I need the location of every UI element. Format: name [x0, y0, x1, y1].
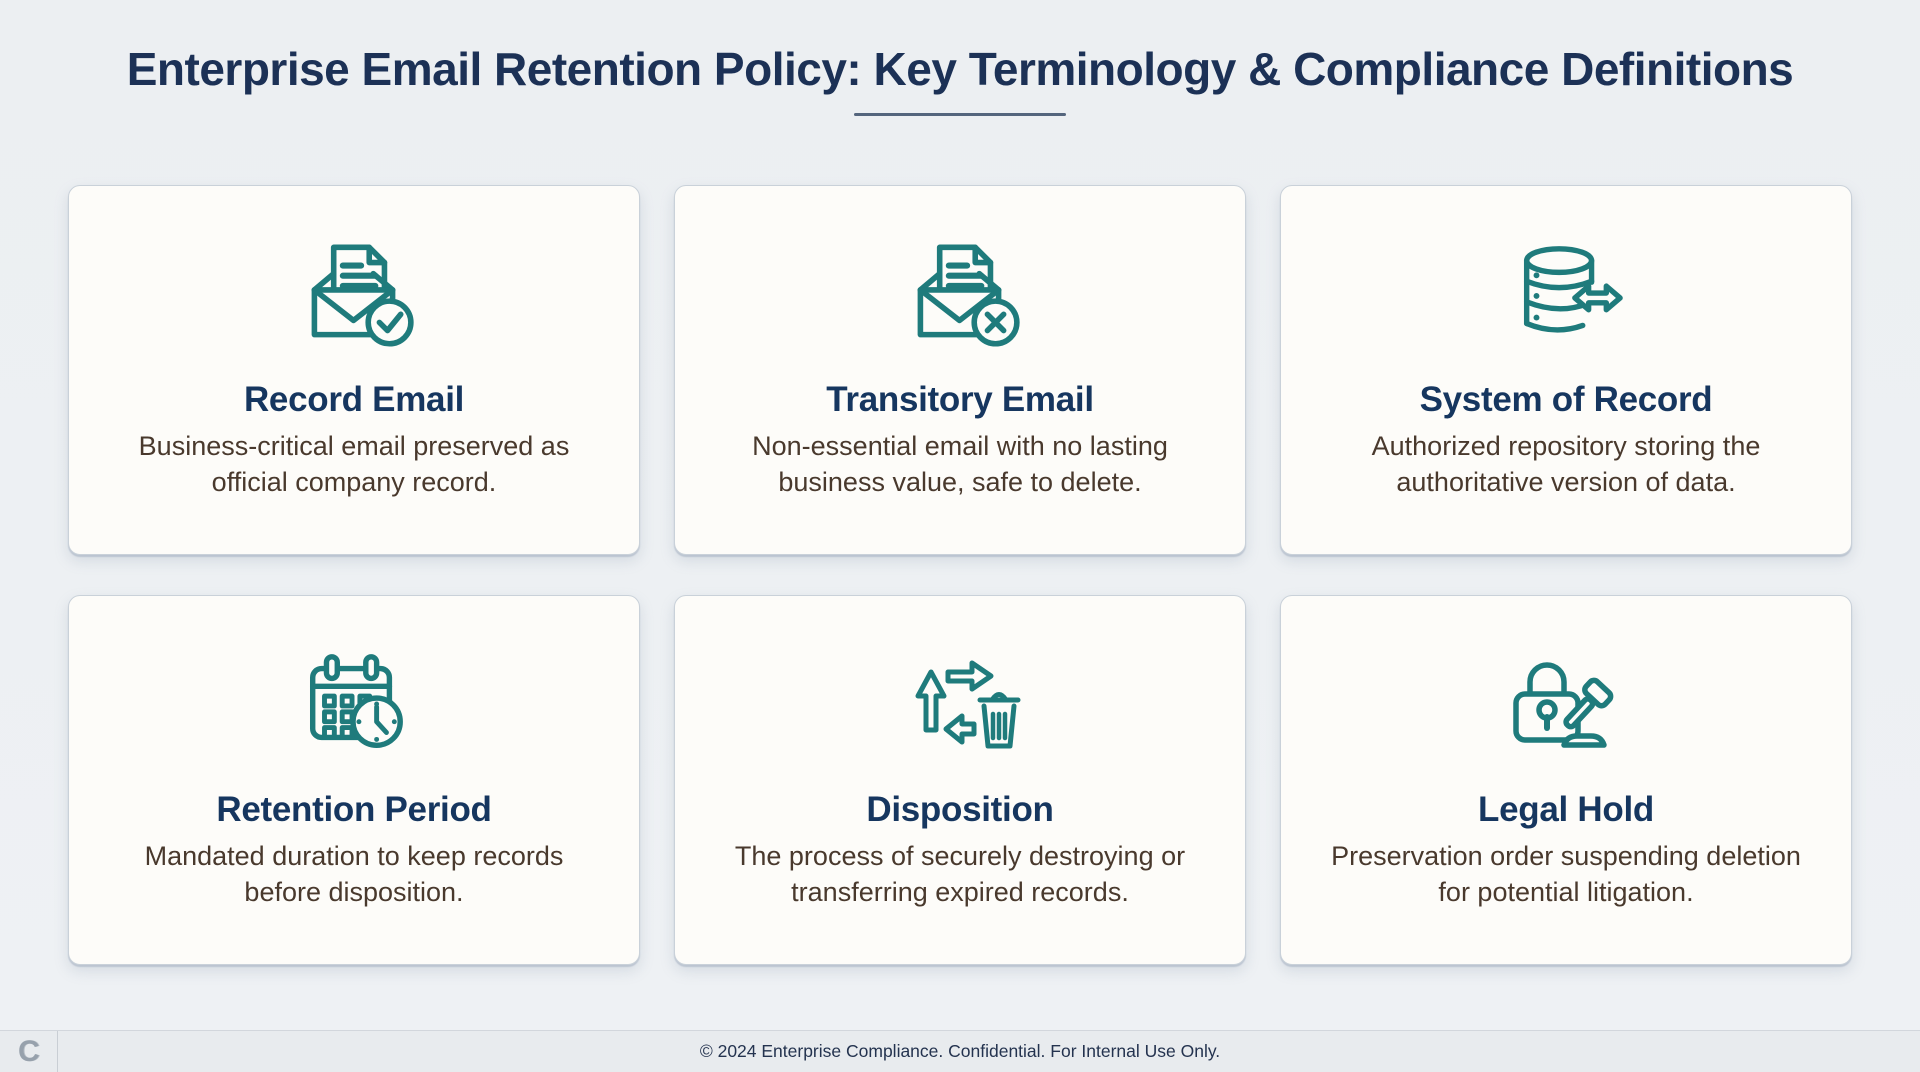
card-legal-hold: Legal Hold Preservation order suspending… — [1280, 595, 1852, 965]
card-record-email: Record Email Business-critical email pre… — [68, 185, 640, 555]
card-description: Business-critical email preserved as off… — [138, 431, 570, 497]
header: Enterprise Email Retention Policy: Key T… — [0, 0, 1920, 116]
card-retention-period: Retention Period Mandated duration to ke… — [68, 595, 640, 965]
card-system-of-record: System of Record Authorized repository s… — [1280, 185, 1852, 555]
card-description: The process of securely destroying or tr… — [734, 841, 1186, 907]
card-description: Mandated duration to keep records before… — [144, 841, 564, 907]
recycle-trash-icon — [893, 628, 1027, 780]
database-sync-icon — [1504, 218, 1628, 370]
email-document-x-icon — [894, 218, 1026, 370]
card-title: Disposition — [866, 790, 1054, 829]
page-title: Enterprise Email Retention Policy: Key T… — [126, 43, 1794, 95]
card-title: Retention Period — [216, 790, 492, 829]
padlock-gavel-icon — [1499, 628, 1633, 780]
footer-bar: C © 2024 Enterprise Compliance. Confiden… — [0, 1030, 1920, 1072]
footer-text: © 2024 Enterprise Compliance. Confidenti… — [699, 1041, 1221, 1061]
card-title: Record Email — [243, 380, 465, 419]
company-logo: C — [18, 1035, 40, 1068]
title-underline — [854, 112, 1066, 116]
calendar-clock-icon — [293, 628, 415, 780]
card-description: Authorized repository storing the author… — [1371, 431, 1761, 497]
card-disposition: Disposition The process of securely dest… — [674, 595, 1246, 965]
card-title: Transitory Email — [826, 380, 1094, 419]
card-transitory-email: Transitory Email Non-essential email wit… — [674, 185, 1246, 555]
card-description: Non-essential email with no lasting busi… — [752, 431, 1168, 497]
definitions-grid: Record Email Business-critical email pre… — [68, 185, 1852, 965]
email-document-check-icon — [288, 218, 420, 370]
card-title: Legal Hold — [1478, 790, 1654, 829]
card-description: Preservation order suspending deletion f… — [1331, 841, 1801, 907]
footer-divider — [57, 1031, 58, 1072]
card-title: System of Record — [1419, 380, 1713, 419]
